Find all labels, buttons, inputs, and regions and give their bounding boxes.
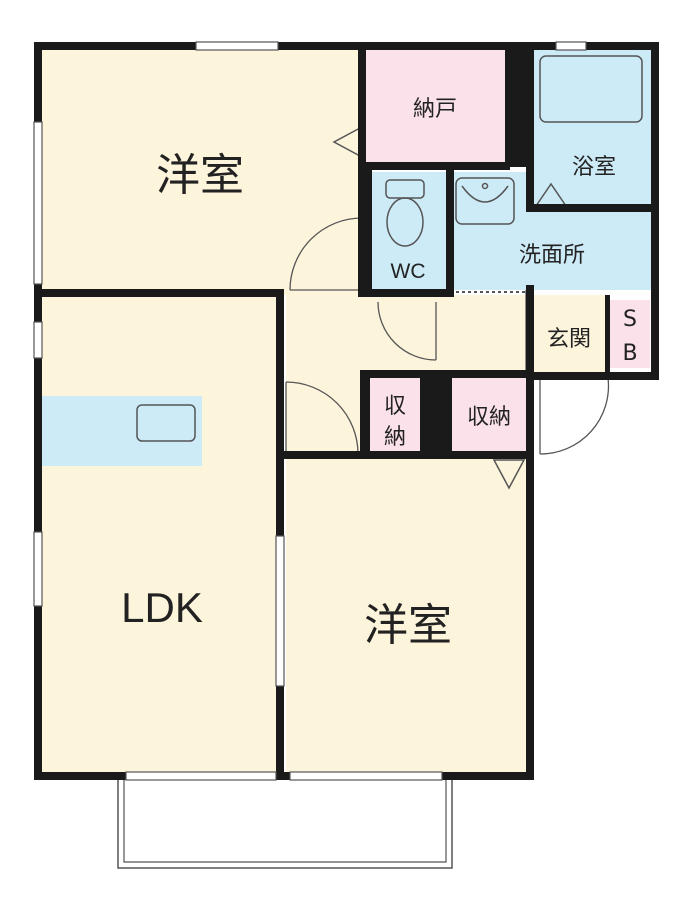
toilet-floor xyxy=(372,172,448,290)
closet-right-label: 収納 xyxy=(467,405,511,430)
kitchen-sink xyxy=(136,404,196,442)
ldk-label: LDK xyxy=(121,584,203,631)
entrance-label: 玄関 xyxy=(547,327,591,352)
western-room-top-floor xyxy=(38,48,362,295)
shoe-box-floor xyxy=(610,300,650,368)
closet-right-floor xyxy=(452,378,527,453)
walls xyxy=(34,42,659,780)
shoe-box-label-b: B xyxy=(622,341,637,366)
storage-door-triangle xyxy=(332,127,361,157)
windows xyxy=(33,41,587,781)
door-swings xyxy=(285,217,610,455)
storage-top-floor xyxy=(362,48,505,166)
balcony xyxy=(117,780,453,869)
bath-tub xyxy=(539,55,643,123)
bath-label: 浴室 xyxy=(572,155,616,180)
storage-top-label: 納戸 xyxy=(413,97,457,122)
western-room-top-label: 洋室 xyxy=(156,150,244,201)
toilet-label: WC xyxy=(391,260,426,283)
western-room-bottom-label: 洋室 xyxy=(364,600,452,651)
toilet-fixture xyxy=(385,179,425,247)
western-room-bottom-floor xyxy=(286,458,530,775)
washroom-floor xyxy=(452,172,654,290)
washbasin xyxy=(455,177,515,225)
closet-left-label-2: 納 xyxy=(384,425,406,450)
closet-door-triangle xyxy=(492,459,526,490)
closet-left-label-1: 収 xyxy=(384,394,406,419)
washroom-label: 洗面所 xyxy=(519,243,585,268)
closet-left-floor xyxy=(370,378,420,453)
entrance-floor xyxy=(530,295,610,373)
ldk-floor xyxy=(38,295,282,775)
shoe-box-label-s: S xyxy=(623,307,637,332)
